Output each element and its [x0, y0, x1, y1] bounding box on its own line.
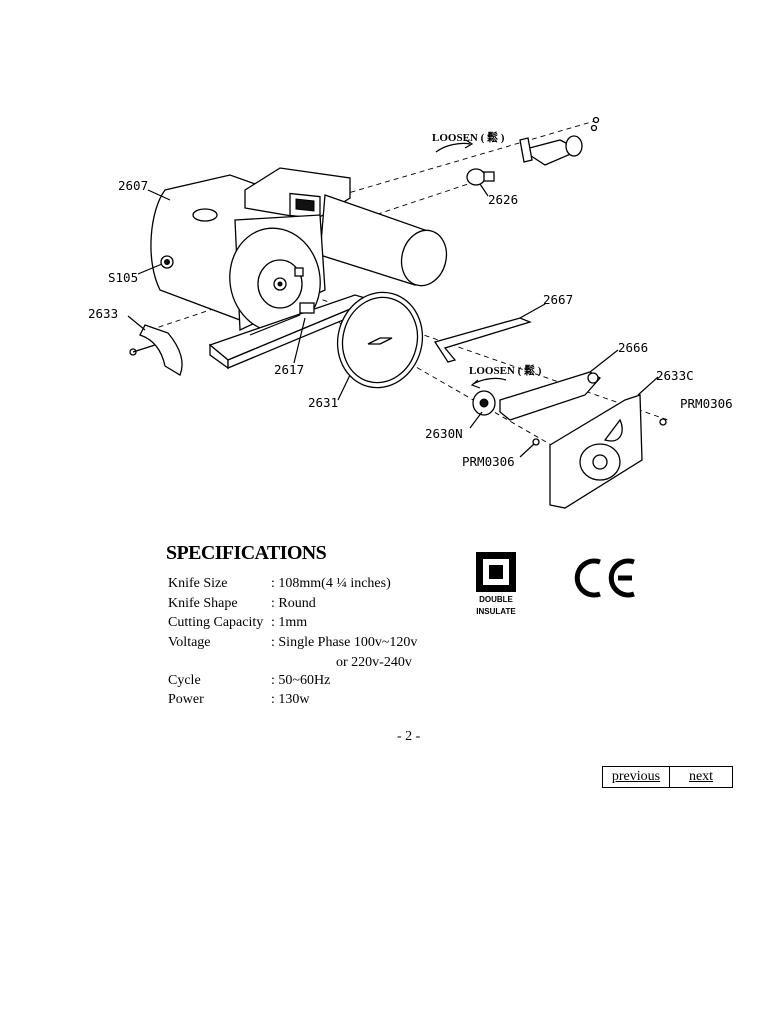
page-number: - 2 -: [397, 729, 421, 744]
next-link[interactable]: next: [688, 769, 714, 784]
label-2633c: 2633C: [656, 368, 694, 383]
double-square-icon: [476, 552, 516, 592]
label-2667: 2667: [543, 292, 573, 307]
front-cover: [129, 324, 183, 376]
blade-nut: [472, 390, 496, 416]
ce-mark-icon: [574, 558, 635, 598]
double-insulate-mark: DOUBLE INSULATE: [468, 552, 524, 616]
spec-key: Power: [168, 692, 204, 707]
spec-value: : Round: [271, 596, 316, 611]
loosen-arrow-mid: [472, 377, 507, 385]
spec-key: Knife Size: [168, 576, 228, 591]
loosen-label-mid: LOOSEN ( 鬆 ): [469, 363, 542, 377]
base-plate: [208, 294, 374, 370]
label-prm0306-left: PRM0306: [462, 454, 515, 469]
blade-guard: [532, 394, 667, 509]
double-insulate-caption-2: INSULATE: [476, 607, 516, 616]
label-prm0306-right: PRM0306: [680, 396, 733, 411]
spec-key: Cutting Capacity: [168, 615, 264, 630]
label-s105: S105: [108, 270, 138, 285]
spec-key: Voltage: [168, 635, 211, 650]
spec-value: : 108mm(4 ¼ inches): [271, 576, 391, 591]
front-plate: [229, 214, 326, 333]
spec-key: Knife Shape: [168, 596, 238, 611]
previous-link[interactable]: previous: [603, 767, 670, 787]
label-2630n: 2630N: [425, 426, 463, 441]
double-insulate-caption-1: DOUBLE: [479, 595, 513, 604]
loosen-arrow-top: [435, 142, 471, 153]
circular-blade: [336, 291, 424, 389]
label-2617: 2617: [274, 362, 304, 377]
label-2631: 2631: [308, 395, 338, 410]
blade-arm: [499, 371, 602, 421]
spec-voltage-alt: or 220v-240v: [336, 655, 412, 670]
spec-key: Cycle: [168, 673, 201, 688]
loosen-label-top: LOOSEN ( 鬆 ): [432, 130, 505, 144]
adjust-knob: [466, 116, 600, 186]
spec-value: : 50~60Hz: [271, 673, 331, 688]
wrench: [433, 317, 532, 363]
label-2626: 2626: [488, 192, 518, 207]
exploded-parts-diagram: 2607 S105 2633 2617 2631 2626 2667 2666 …: [88, 116, 733, 509]
page-navigation: previous next: [602, 766, 733, 788]
label-2633: 2633: [88, 306, 118, 321]
specifications-title: SPECIFICATIONS: [166, 542, 327, 564]
label-2666: 2666: [618, 340, 648, 355]
spec-value: : 1mm: [271, 615, 308, 630]
motor-rear-cylinder: [319, 194, 448, 287]
spec-value: : 130w: [271, 692, 310, 707]
label-2607: 2607: [118, 178, 148, 193]
spec-value: : Single Phase 100v~120v: [271, 635, 418, 650]
